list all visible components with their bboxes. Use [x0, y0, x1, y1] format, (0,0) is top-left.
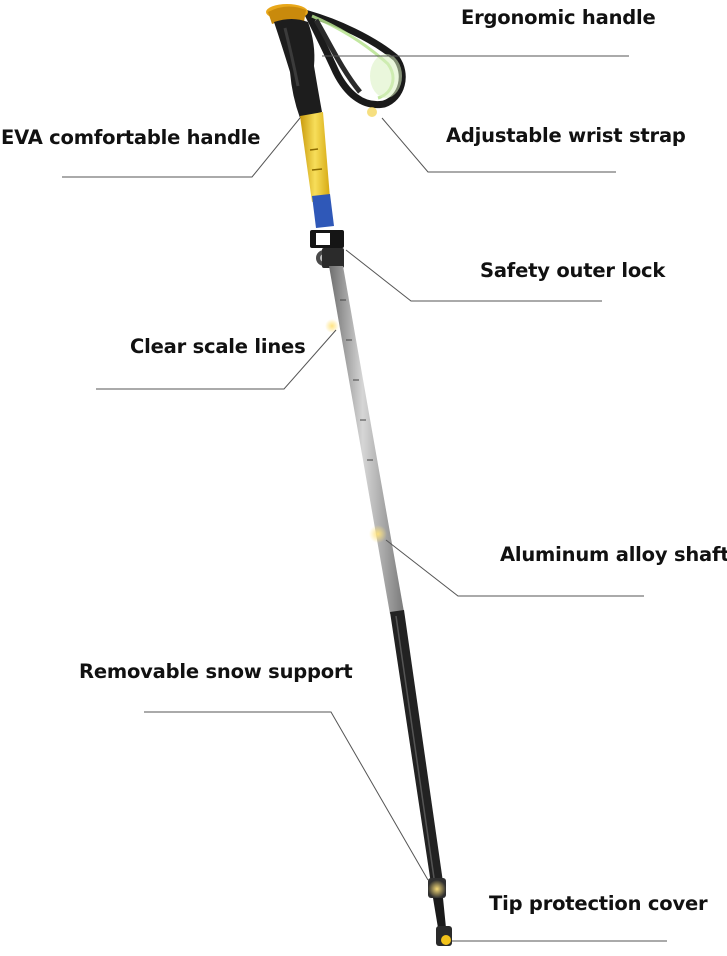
tip-cover	[436, 926, 452, 946]
aluminum-shaft	[329, 266, 404, 614]
snow-support-mount	[428, 878, 446, 898]
leader-lines	[62, 55, 667, 942]
tip-rod	[433, 898, 446, 928]
label-tip-cover: Tip protection cover	[489, 892, 708, 915]
label-alloy-shaft: Aluminum alloy shaft	[500, 543, 727, 566]
eva-handle-section	[300, 112, 330, 202]
leader-scale-lines	[96, 329, 337, 390]
label-eva-handle: EVA comfortable handle	[1, 126, 261, 149]
wrist-strap	[301, 8, 406, 117]
label-ergonomic-handle: Ergonomic handle	[461, 6, 656, 29]
leader-alloy-shaft	[385, 539, 644, 597]
leader-outer-lock	[345, 249, 602, 302]
safety-lock	[310, 230, 344, 268]
label-snow-support: Removable snow support	[79, 660, 353, 683]
shaft-glow	[369, 525, 387, 543]
scale-glow	[325, 319, 339, 333]
leader-eva-handle	[62, 117, 301, 178]
ergonomic-grip	[274, 19, 322, 118]
label-outer-lock: Safety outer lock	[480, 259, 666, 282]
label-wrist-strap: Adjustable wrist strap	[446, 124, 686, 147]
leader-wrist-strap	[381, 117, 616, 173]
label-scale-lines: Clear scale lines	[130, 335, 306, 358]
leader-snow-support	[144, 711, 429, 881]
blue-band	[312, 194, 334, 228]
lower-shaft	[390, 610, 443, 884]
